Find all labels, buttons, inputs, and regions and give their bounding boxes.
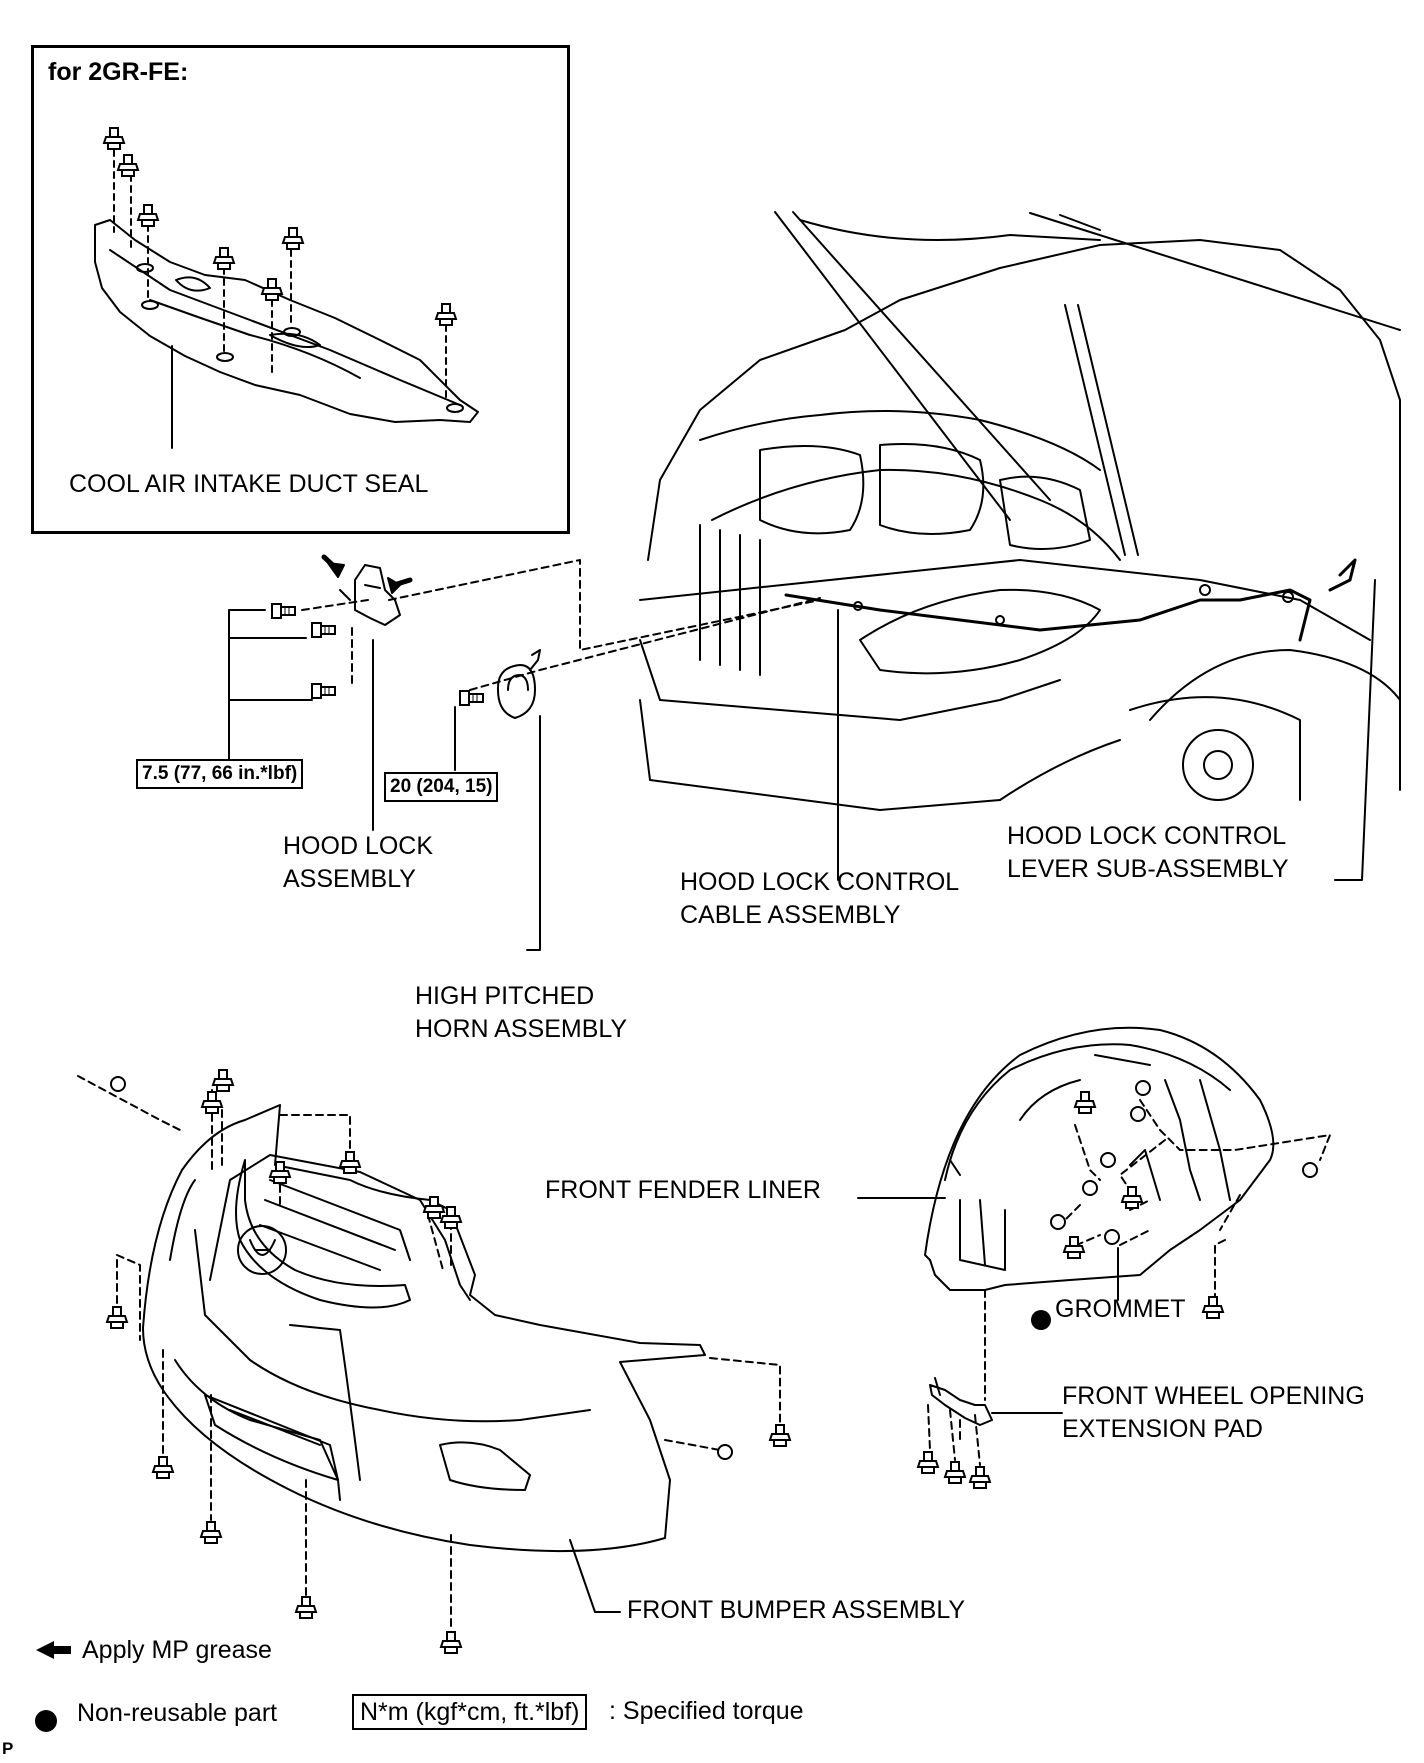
horn-drawing <box>496 649 541 719</box>
washer-icons <box>110 1076 1318 1460</box>
fender-leader-lines <box>927 1099 1331 1466</box>
inset-frame-2gr-fe <box>31 45 570 534</box>
grommet-dot-icon <box>1031 1310 1051 1330</box>
high-pitched-horn-label: HIGH PITCHED HORN ASSEMBLY <box>415 982 628 1043</box>
wheel-opening-pad-drawing <box>929 1377 993 1426</box>
legend-non-reusable-dot-icon <box>35 1710 57 1732</box>
legend-grease-text: Apply MP grease <box>82 1636 272 1664</box>
inset-title: for 2GR-FE: <box>48 58 189 86</box>
legend-torque-box: N*m (kgf*cm, ft.*lbf) <box>352 1694 588 1730</box>
grommet-label: GROMMET <box>1055 1295 1186 1323</box>
grease-arrow-icon <box>321 554 413 594</box>
hood-lock-control-cable-label: HOOD LOCK CONTROL CABLE ASSEMBLY <box>680 868 960 929</box>
torque-hood-lock-bolts: 7.5 (77, 66 in.*lbf) <box>136 759 304 789</box>
cool-air-intake-duct-seal-drawing <box>94 219 479 423</box>
legend-non-reusable-text: Non-reusable part <box>77 1699 278 1727</box>
hood-lock-control-lever-label: HOOD LOCK CONTROL LEVER SUB-ASSEMBLY <box>1007 822 1289 883</box>
hood-lock-drawing <box>339 564 401 626</box>
torque-horn-bolt: 20 (204, 15) <box>384 772 499 802</box>
vehicle-engine-bay-drawing <box>639 211 1401 811</box>
legend-torque-description: : Specified torque <box>609 1697 804 1725</box>
front-wheel-opening-extension-pad-label: FRONT WHEEL OPENING EXTENSION PAD <box>1062 1382 1365 1443</box>
hood-lock-assembly-label: HOOD LOCK ASSEMBLY <box>283 832 434 893</box>
front-bumper-assembly-label: FRONT BUMPER ASSEMBLY <box>627 1596 966 1624</box>
fender-liner-drawing <box>924 1026 1275 1291</box>
hood-area-leader-lines <box>301 559 821 691</box>
cool-air-intake-duct-seal-label: COOL AIR INTAKE DUCT SEAL <box>69 470 429 498</box>
inset-leader-lines <box>113 149 447 403</box>
front-bumper-drawing <box>142 1104 706 1553</box>
bumper-leader-lines <box>77 1075 781 1631</box>
legend-grease-arrow-icon <box>36 1641 71 1659</box>
front-fender-liner-label: FRONT FENDER LINER <box>545 1176 821 1204</box>
footer-code: P <box>2 1739 14 1758</box>
